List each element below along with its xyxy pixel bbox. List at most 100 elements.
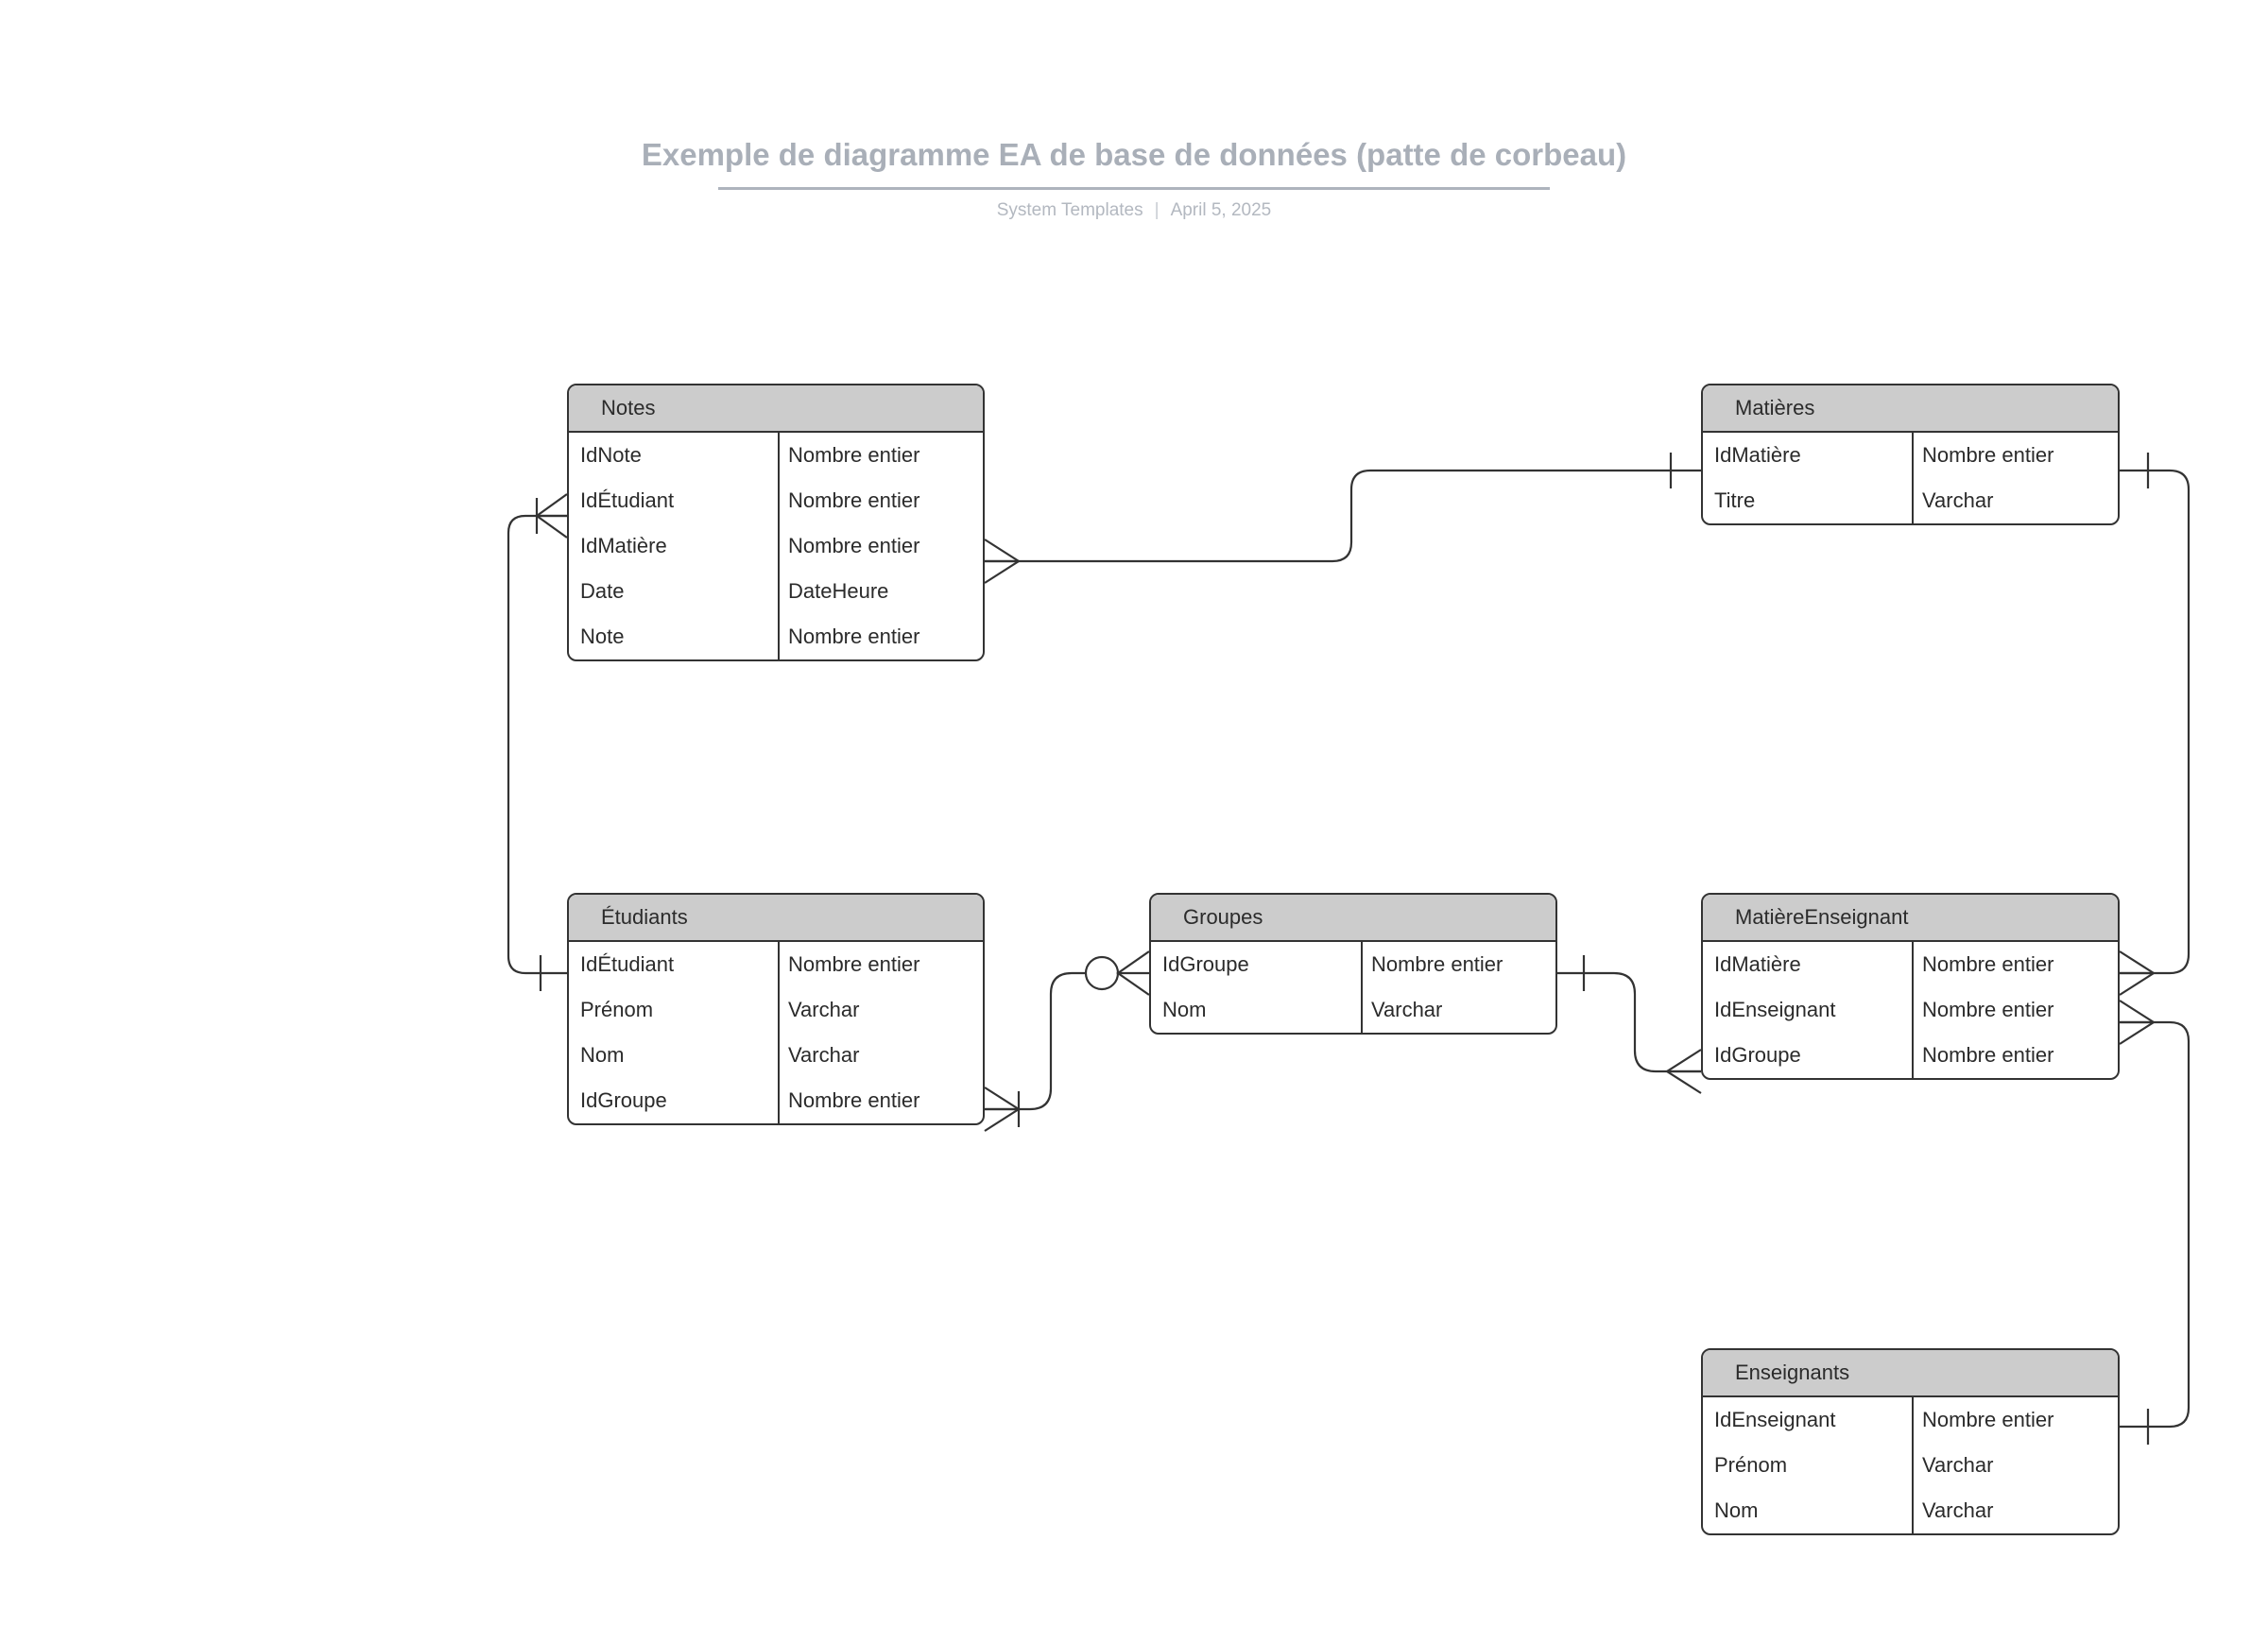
attribute-name: Nom xyxy=(1714,1498,1759,1522)
attribute-type: Nombre entier xyxy=(788,488,920,512)
attribute-type: Nombre entier xyxy=(1922,1408,2054,1431)
attribute-type: Nombre entier xyxy=(788,534,920,557)
attribute-row[interactable]: IdMatière Nombre entier xyxy=(569,523,983,569)
entity-groupes-title: Groupes xyxy=(1183,905,1263,929)
crowsfoot-notes-idetudiant xyxy=(535,493,568,539)
entity-groupes-body: IdGroupe Nombre entier Nom Varchar xyxy=(1151,942,1555,1033)
attribute-name: Note xyxy=(580,625,625,648)
attribute-row[interactable]: IdÉtudiant Nombre entier xyxy=(569,478,983,523)
attribute-name: Prénom xyxy=(580,998,654,1021)
entity-matieres-header: Matières xyxy=(1703,385,2118,433)
entity-notes-body: IdNote Nombre entier IdÉtudiant Nombre e… xyxy=(569,433,983,659)
attribute-type: Nombre entier xyxy=(1922,1043,2054,1067)
attribute-name: IdMatière xyxy=(580,534,667,557)
relationship-notes-matieres xyxy=(984,453,1701,584)
entity-enseignants-body: IdEnseignant Nombre entier Prénom Varcha… xyxy=(1703,1397,2118,1533)
attribute-name: IdGroupe xyxy=(1714,1043,1801,1067)
attribute-name: IdMatière xyxy=(1714,952,1801,976)
entity-enseignants-title: Enseignants xyxy=(1735,1361,1850,1384)
column-divider xyxy=(778,942,780,1123)
attribute-row[interactable]: Titre Varchar xyxy=(1703,478,2118,523)
attribute-row[interactable]: IdMatière Nombre entier xyxy=(1703,433,2118,478)
entity-matieres-body: IdMatière Nombre entier Titre Varchar xyxy=(1703,433,2118,523)
entity-matieres-title: Matières xyxy=(1735,396,1815,419)
entity-matiereenseignant-header: MatièreEnseignant xyxy=(1703,895,2118,942)
entity-matiereenseignant[interactable]: MatièreEnseignant IdMatière Nombre entie… xyxy=(1701,893,2120,1080)
attribute-type: Varchar xyxy=(1922,1498,1994,1522)
attribute-name: IdEnseignant xyxy=(1714,1408,1836,1431)
document-header: Exemple de diagramme EA de base de donné… xyxy=(0,0,2268,246)
attribute-row[interactable]: Nom Varchar xyxy=(1703,1488,2118,1533)
column-divider xyxy=(1912,942,1914,1078)
attribute-name: Titre xyxy=(1714,488,1756,512)
document-subtitle: System Templates | April 5, 2025 xyxy=(662,200,1606,221)
relationship-etudiants-groupes xyxy=(984,950,1150,1132)
attribute-row[interactable]: Date DateHeure xyxy=(569,569,983,614)
entity-enseignants[interactable]: Enseignants IdEnseignant Nombre entier P… xyxy=(1701,1348,2120,1535)
attribute-type: Varchar xyxy=(788,1043,860,1067)
entity-matiereenseignant-title: MatièreEnseignant xyxy=(1735,905,1909,929)
column-divider xyxy=(778,433,780,659)
crowsfoot-groupes-idgroupe xyxy=(1116,950,1150,996)
attribute-row[interactable]: Nom Varchar xyxy=(1151,987,1555,1033)
entity-notes-header: Notes xyxy=(569,385,983,433)
entity-matiereenseignant-body: IdMatière Nombre entier IdEnseignant Nom… xyxy=(1703,942,2118,1078)
attribute-type: Nombre entier xyxy=(1922,952,2054,976)
relationship-matieres-matiereenseignant xyxy=(2119,453,2191,996)
attribute-type: Nombre entier xyxy=(788,443,920,467)
attribute-row[interactable]: IdNote Nombre entier xyxy=(569,433,983,478)
attribute-name: IdÉtudiant xyxy=(580,488,675,512)
attribute-row[interactable]: IdMatière Nombre entier xyxy=(1703,942,2118,987)
attribute-row[interactable]: IdÉtudiant Nombre entier xyxy=(569,942,983,987)
relationship-notes-etudiants xyxy=(507,493,568,991)
attribute-row[interactable]: Prénom Varchar xyxy=(1703,1443,2118,1488)
entity-matieres[interactable]: Matières IdMatière Nombre entier Titre V… xyxy=(1701,384,2120,525)
entity-notes[interactable]: Notes IdNote Nombre entier IdÉtudiant No… xyxy=(567,384,985,661)
attribute-row[interactable]: IdEnseignant Nombre entier xyxy=(1703,987,2118,1033)
document-date: April 5, 2025 xyxy=(1170,200,1272,220)
crowsfoot-matiereenseignant-idgroupe xyxy=(1664,1049,1702,1094)
attribute-type: Nombre entier xyxy=(1370,952,1503,976)
attribute-row[interactable]: Nom Varchar xyxy=(569,1033,983,1078)
subtitle-separator: | xyxy=(1154,200,1160,220)
attribute-type: Nombre entier xyxy=(788,625,920,648)
attribute-type: DateHeure xyxy=(788,579,889,603)
entity-notes-title: Notes xyxy=(601,396,656,419)
relationship-matiereenseignant-enseignants xyxy=(2119,1000,2191,1445)
crowsfoot-matiereenseignant-idenseignant xyxy=(2119,1000,2156,1045)
column-divider xyxy=(1912,1397,1914,1533)
attribute-row[interactable]: IdGroupe Nombre entier xyxy=(569,1078,983,1123)
entity-groupes[interactable]: Groupes IdGroupe Nombre entier Nom Varch… xyxy=(1149,893,1557,1035)
attribute-name: IdGroupe xyxy=(1162,952,1249,976)
attribute-type: Nombre entier xyxy=(788,952,920,976)
attribute-name: Nom xyxy=(1162,998,1207,1021)
attribute-row[interactable]: Prénom Varchar xyxy=(569,987,983,1033)
page-title: Exemple de diagramme EA de base de donné… xyxy=(641,137,1627,172)
attribute-name: IdÉtudiant xyxy=(580,952,675,976)
attribute-type: Nombre entier xyxy=(1922,443,2054,467)
crowsfoot-notes-idmatiere xyxy=(984,539,1022,584)
column-divider xyxy=(1912,433,1914,523)
attribute-name: IdGroupe xyxy=(580,1088,667,1112)
attribute-name: IdEnseignant xyxy=(1714,998,1836,1021)
attribute-type: Nombre entier xyxy=(1922,998,2054,1021)
entity-enseignants-header: Enseignants xyxy=(1703,1350,2118,1397)
crowsfoot-matiereenseignant-idmatiere xyxy=(2119,950,2156,996)
attribute-row[interactable]: Note Nombre entier xyxy=(569,614,983,659)
entity-etudiants[interactable]: Étudiants IdÉtudiant Nombre entier Préno… xyxy=(567,893,985,1125)
attribute-type: Varchar xyxy=(1922,1453,1994,1477)
document-author: System Templates xyxy=(996,200,1143,220)
attribute-row[interactable]: IdGroupe Nombre entier xyxy=(1703,1033,2118,1078)
attribute-name: IdNote xyxy=(580,443,642,467)
attribute-name: Date xyxy=(580,579,625,603)
attribute-name: Nom xyxy=(580,1043,625,1067)
entity-etudiants-body: IdÉtudiant Nombre entier Prénom Varchar … xyxy=(569,942,983,1123)
attribute-row[interactable]: IdEnseignant Nombre entier xyxy=(1703,1397,2118,1443)
column-divider xyxy=(1361,942,1363,1033)
attribute-row[interactable]: IdGroupe Nombre entier xyxy=(1151,942,1555,987)
entity-groupes-header: Groupes xyxy=(1151,895,1555,942)
attribute-type: Varchar xyxy=(788,998,860,1021)
entity-etudiants-title: Étudiants xyxy=(601,905,688,929)
attribute-type: Nombre entier xyxy=(788,1088,920,1112)
